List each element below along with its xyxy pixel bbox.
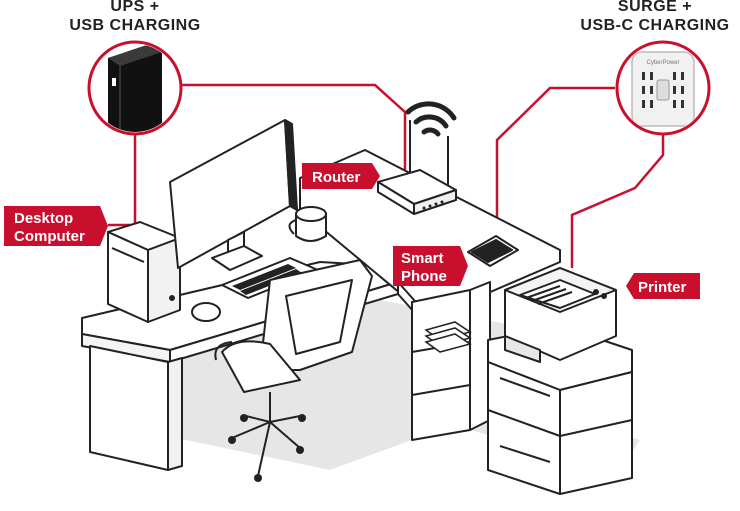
ups-heading-line1: UPS + (110, 0, 159, 15)
mouse (191, 302, 221, 322)
ups-to-router-line (180, 83, 407, 178)
surge-to-phone-line (495, 86, 615, 240)
office-chair (214, 259, 373, 482)
surge-to-printer-line (570, 130, 665, 268)
ups-heading-line2: USB CHARGING (69, 17, 200, 34)
coffee-mug (288, 206, 327, 242)
surge-inset: CyberPower (615, 40, 711, 136)
surge-heading-line1: SURGE + (618, 0, 692, 15)
wifi-icon (405, 101, 457, 137)
connector-lines (108, 83, 665, 268)
router (377, 120, 457, 215)
tag-phone-label-line2: Phone (401, 268, 447, 285)
tag-smart-phone: Smart Phone (393, 246, 468, 286)
paper-stack (424, 321, 472, 353)
ups-device-icon (108, 44, 162, 132)
desktop-tower (107, 221, 181, 323)
tag-desktop-label-line2: Computer (14, 228, 85, 245)
ups-inset (87, 40, 183, 136)
printer (504, 267, 617, 363)
tag-printer-label: Printer (638, 279, 687, 296)
tag-router: Router (302, 163, 380, 189)
surge-heading-line2: USB-C CHARGING (580, 17, 729, 34)
tag-desktop-label-line1: Desktop (14, 210, 73, 227)
tag-printer: Printer (626, 273, 700, 299)
monitor (169, 119, 298, 271)
tag-router-label: Router (312, 169, 360, 186)
tag-desktop-computer: Desktop Computer (4, 206, 108, 246)
brand-mark: CyberPower (646, 60, 679, 66)
smart-phone (467, 235, 519, 267)
tag-phone-label-line1: Smart (401, 250, 444, 267)
surge-protector-icon: CyberPower (631, 51, 695, 127)
